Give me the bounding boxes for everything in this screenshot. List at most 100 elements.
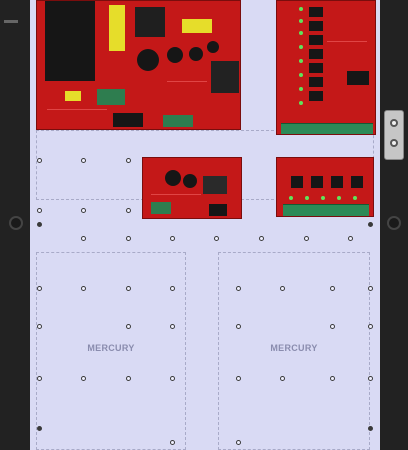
capacitor-round [207,41,219,53]
relay [351,176,363,188]
pcb-trace [327,41,367,42]
transformer [45,1,95,81]
enclosure-left-wall [0,0,30,450]
inductor [211,61,239,93]
relay [331,176,343,188]
enclosure-right-wall [380,0,408,450]
relay [311,176,323,188]
power-supply-board[interactable] [36,0,241,130]
relay [309,7,323,17]
status-led [299,7,303,11]
mount-hole [81,236,86,241]
mount-hole [37,376,42,381]
bolt-icon [387,216,401,230]
terminal-block [97,89,125,105]
mount-hole [236,286,241,291]
capacitor [182,19,212,33]
connector [209,204,227,216]
status-led [299,31,303,35]
mount-hole [368,426,373,431]
mount-hole [37,324,42,329]
relay [309,35,323,45]
capacitor-round [165,170,181,186]
terminal-block [281,123,373,134]
mount-hole [37,286,42,291]
mount-hole [126,208,131,213]
relay [309,21,323,31]
mount-hole [304,236,309,241]
terminal-block [163,115,193,127]
mount-hole [330,286,335,291]
mount-hole [81,158,86,163]
status-led [299,45,303,49]
inductor [203,176,227,194]
status-led [337,196,341,200]
bolt-icon [9,216,23,230]
pcb-trace [47,109,107,110]
mount-hole [126,286,131,291]
mercury-zone-right[interactable]: MERCURY [218,252,370,450]
mount-hole [368,324,373,329]
capacitor [109,5,125,51]
status-led [299,73,303,77]
status-led [305,196,309,200]
mount-hole [37,158,42,163]
mount-hole [37,426,42,431]
mercury-zone-label: MERCURY [87,343,135,354]
mount-hole [37,208,42,213]
pcb-trace [167,81,207,82]
door-latch-icon[interactable] [384,110,404,160]
terminal-block [283,204,369,216]
mount-hole [126,324,131,329]
mount-hole [170,236,175,241]
ic-chip [347,71,369,85]
mount-hole [259,236,264,241]
mount-hole [280,376,285,381]
output-board[interactable] [276,157,374,217]
latch-knob-bottom [390,139,398,147]
relay [291,176,303,188]
status-led [299,19,303,23]
hinge-mark [4,20,18,23]
relay [309,77,323,87]
terminal-block [151,202,171,214]
capacitor-round [137,49,159,71]
mount-hole [170,286,175,291]
mount-hole [126,376,131,381]
mount-hole [37,222,42,227]
mercury-zone-left[interactable]: MERCURY [36,252,186,450]
mount-hole [236,324,241,329]
mount-hole [170,324,175,329]
mount-hole [330,376,335,381]
mount-hole [330,324,335,329]
mount-hole [368,222,373,227]
mount-hole [81,208,86,213]
capacitor-round [167,47,183,63]
relay-board[interactable] [276,0,376,135]
mount-hole [214,236,219,241]
mount-hole [170,376,175,381]
latch-knob-top [390,119,398,127]
relay [309,63,323,73]
status-led [321,196,325,200]
mount-hole [81,376,86,381]
mount-hole [126,236,131,241]
relay [309,49,323,59]
status-led [299,87,303,91]
mount-hole [81,286,86,291]
capacitor-round [189,47,203,61]
status-led [353,196,357,200]
mount-hole [348,236,353,241]
pcb-trace [151,194,201,195]
status-led [299,59,303,63]
heatsink [135,7,165,37]
mount-hole [236,376,241,381]
mount-hole [368,286,373,291]
relay [309,91,323,101]
mount-hole [280,286,285,291]
aux-power-board[interactable] [142,157,242,219]
mounting-plate: MERCURY MERCURY [30,0,380,450]
status-led [299,101,303,105]
connector [113,113,143,127]
